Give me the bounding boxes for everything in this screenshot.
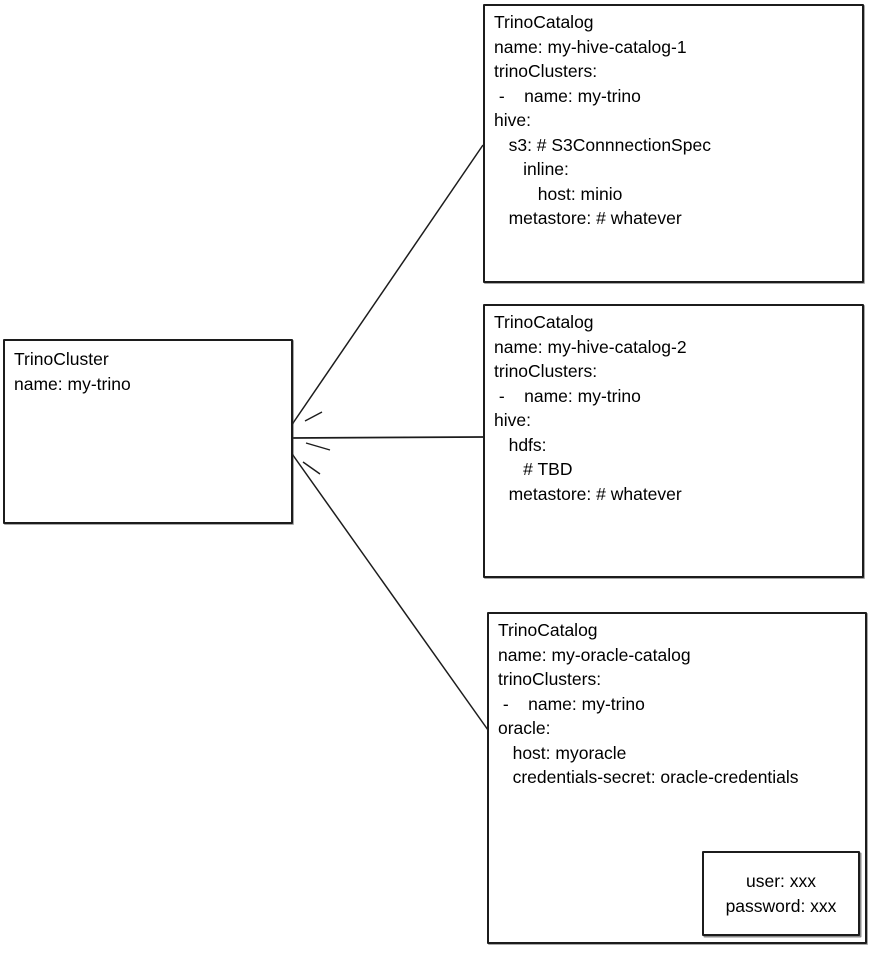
connector-catalog2-extra-barb [305, 442, 331, 451]
trino-catalog-oracle-spec-text: TrinoCatalog name: my-oracle-catalog tri… [498, 620, 799, 787]
trino-cluster-spec-text: TrinoCluster name: my-trino [14, 349, 131, 394]
connector-catalog3-extra-barb [302, 461, 321, 475]
trino-cluster-box: TrinoCluster name: my-trino [3, 339, 293, 524]
connector-catalog2-to-cluster-arrow [291, 437, 484, 438]
connector-catalog1-extra-barb [304, 411, 323, 422]
trino-catalog-box-hive-2: TrinoCatalog name: my-hive-catalog-2 tri… [483, 304, 864, 578]
oracle-credentials-secret-box: user: xxx password: xxx [702, 851, 860, 936]
connector-catalog1-to-cluster-arrow [291, 144, 484, 426]
trino-catalog-hive-2-spec-text: TrinoCatalog name: my-hive-catalog-2 tri… [494, 312, 687, 504]
connector-catalog3-to-cluster-arrow [290, 451, 489, 731]
trino-catalog-box-oracle: TrinoCatalog name: my-oracle-catalog tri… [487, 612, 867, 944]
oracle-credentials-secret-text: user: xxx password: xxx [725, 871, 837, 916]
trino-catalog-hive-1-spec-text: TrinoCatalog name: my-hive-catalog-1 tri… [494, 12, 711, 228]
trino-catalog-box-hive-1: TrinoCatalog name: my-hive-catalog-1 tri… [483, 4, 864, 283]
